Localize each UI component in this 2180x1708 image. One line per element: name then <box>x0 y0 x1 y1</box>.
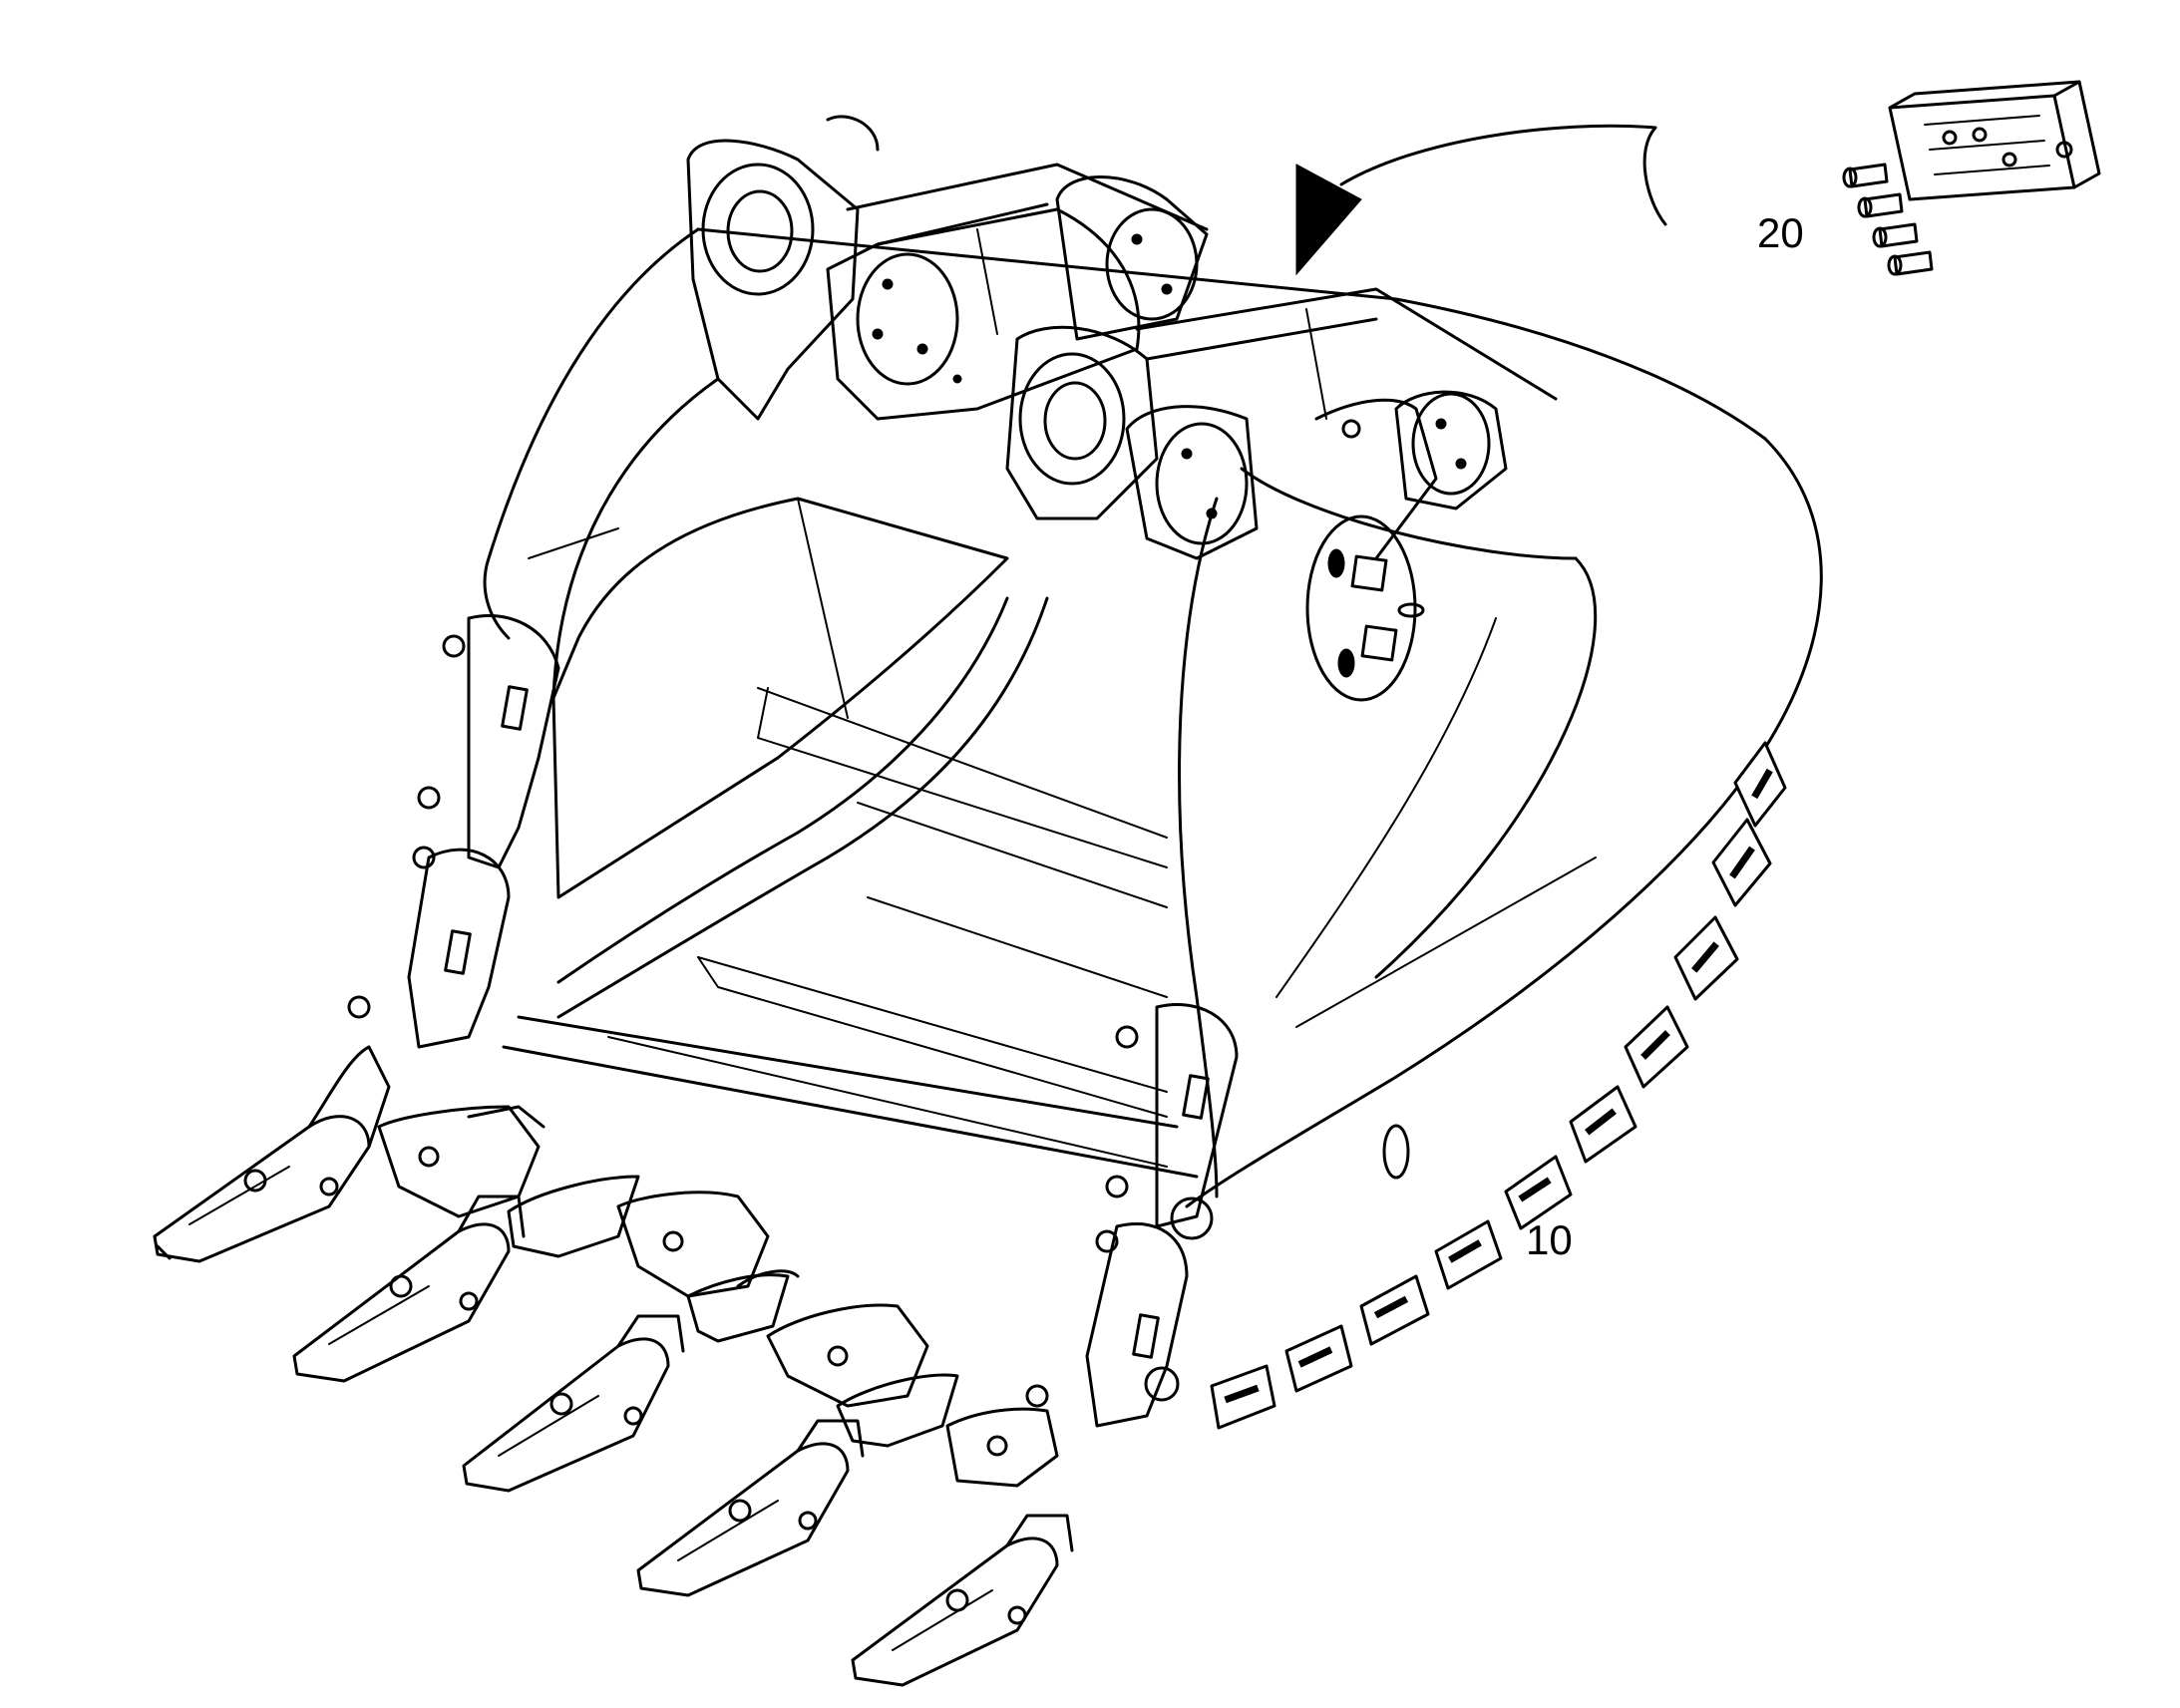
tooth-5 <box>851 1514 1074 1687</box>
wear-pad <box>1624 1005 1689 1089</box>
wear-pad <box>1210 1364 1276 1430</box>
right-side-cutter <box>1025 1002 1239 1428</box>
wear-pad <box>1711 818 1772 907</box>
tooth-4 <box>636 1419 865 1597</box>
wear-pad <box>1673 915 1739 1001</box>
bucket-teeth <box>153 1045 1074 1687</box>
direction-arrow <box>1295 124 1667 276</box>
lip-shrouds <box>377 1105 1059 1488</box>
bucket-body <box>483 227 1823 1208</box>
tooth-3 <box>462 1314 685 1493</box>
callout-20-label: 20 <box>1757 209 1804 256</box>
grease-block <box>1842 80 2101 276</box>
tooth-1 <box>153 1045 391 1263</box>
tooth-2 <box>292 1195 526 1383</box>
wear-pad <box>1504 1155 1573 1230</box>
wear-pad <box>1359 1274 1430 1346</box>
wear-pads <box>1210 741 1787 1430</box>
wear-pad <box>1733 741 1787 828</box>
wear-pad <box>1284 1324 1353 1393</box>
wear-pad <box>1434 1219 1503 1290</box>
callout-10-label: 10 <box>1526 1216 1573 1263</box>
wear-pad <box>1569 1085 1637 1164</box>
hinge-bosses <box>686 115 1558 560</box>
left-side-cutter <box>347 613 560 1049</box>
